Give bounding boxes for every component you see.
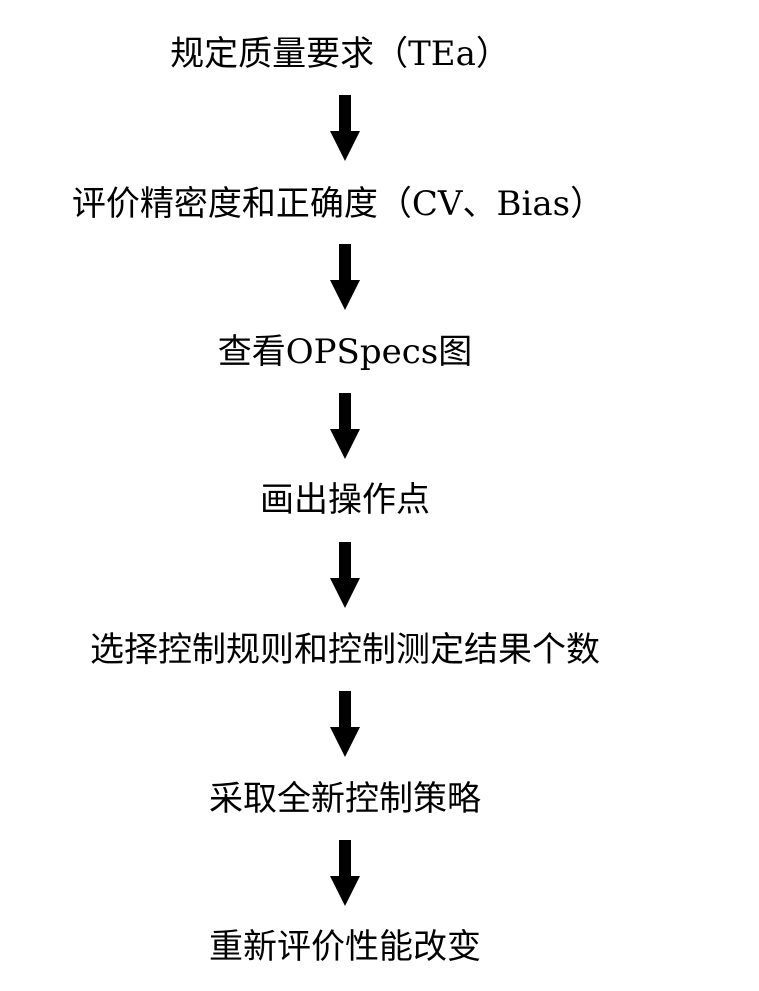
step-view-opspecs-chart: 查看OPSpecs图 xyxy=(217,332,473,372)
down-arrow-icon xyxy=(329,542,361,610)
down-arrow-icon xyxy=(329,840,361,908)
down-arrow-icon xyxy=(329,691,361,759)
step-select-control-rules: 选择控制规则和控制测定结果个数 xyxy=(90,630,600,670)
down-arrow-icon xyxy=(329,244,361,312)
down-arrow-icon xyxy=(329,95,361,163)
step-re-evaluate-performance: 重新评价性能改变 xyxy=(209,927,481,967)
step-define-quality-requirement: 规定质量要求（TEa） xyxy=(170,34,510,74)
step-evaluate-precision-accuracy: 评价精密度和正确度（CV、Bias） xyxy=(71,184,605,224)
step-plot-operating-point: 画出操作点 xyxy=(260,480,430,520)
step-adopt-new-strategy: 采取全新控制策略 xyxy=(209,779,481,819)
down-arrow-icon xyxy=(329,393,361,461)
